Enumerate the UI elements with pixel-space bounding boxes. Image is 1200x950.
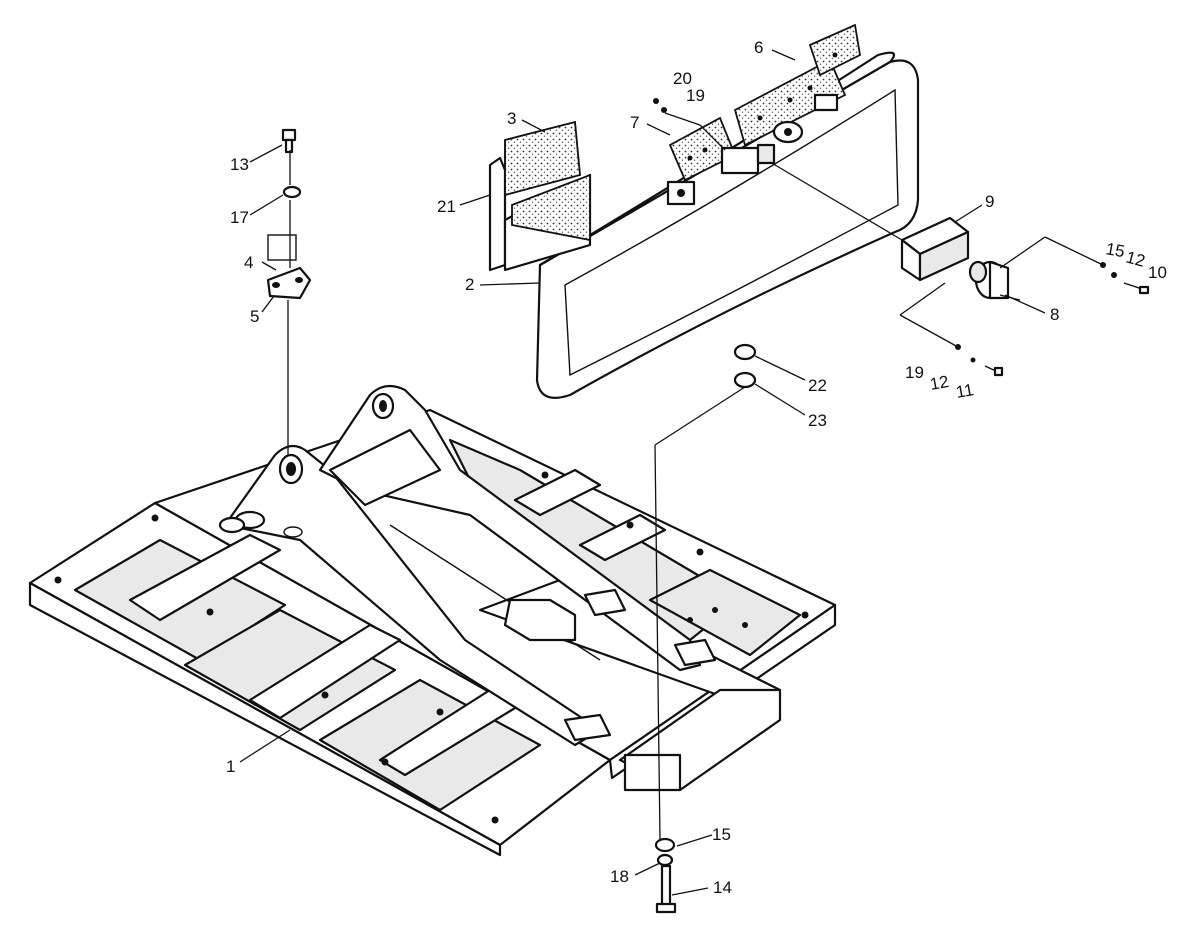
callout-11: 11	[954, 380, 975, 402]
callout-14: 14	[713, 878, 732, 897]
callout-9: 9	[985, 192, 994, 211]
callout-10: 10	[1148, 263, 1167, 282]
counterweight-part	[535, 51, 920, 399]
callout-19a: 19	[686, 86, 705, 105]
callout-23: 23	[808, 411, 827, 430]
plate-and-pad	[488, 120, 592, 272]
callout-6: 6	[754, 38, 763, 57]
callout-19b: 19	[905, 363, 924, 382]
a-frame-tower	[218, 384, 717, 747]
callout-12a: 12	[1124, 248, 1147, 271]
callout-15a: 15	[712, 825, 731, 844]
callout-17: 17	[230, 208, 249, 227]
callout-2: 2	[465, 275, 474, 294]
callout-1: 1	[226, 757, 235, 776]
callout-15b: 15	[1104, 239, 1126, 261]
callout-3: 3	[507, 109, 516, 128]
callout-leaders	[239, 49, 1046, 896]
bracket-plates	[666, 23, 861, 206]
callout-20: 20	[673, 69, 692, 88]
small-hardware	[266, 98, 1150, 914]
callout-4: 4	[244, 253, 253, 272]
callout-18: 18	[610, 867, 629, 886]
assembly-lines	[283, 112, 1104, 841]
callout-21: 21	[437, 197, 456, 216]
callout-22: 22	[808, 376, 827, 395]
callout-7: 7	[630, 113, 639, 132]
callout-labels: 1 2 3 4 5 6 7 8 9 10 11 12 12 13 14 15 1…	[226, 38, 1167, 897]
callout-8: 8	[1050, 305, 1059, 324]
callout-5: 5	[250, 307, 259, 326]
callout-13: 13	[230, 155, 249, 174]
cap-part	[968, 260, 1010, 300]
callout-12b: 12	[928, 372, 950, 394]
clip-part	[900, 216, 970, 282]
